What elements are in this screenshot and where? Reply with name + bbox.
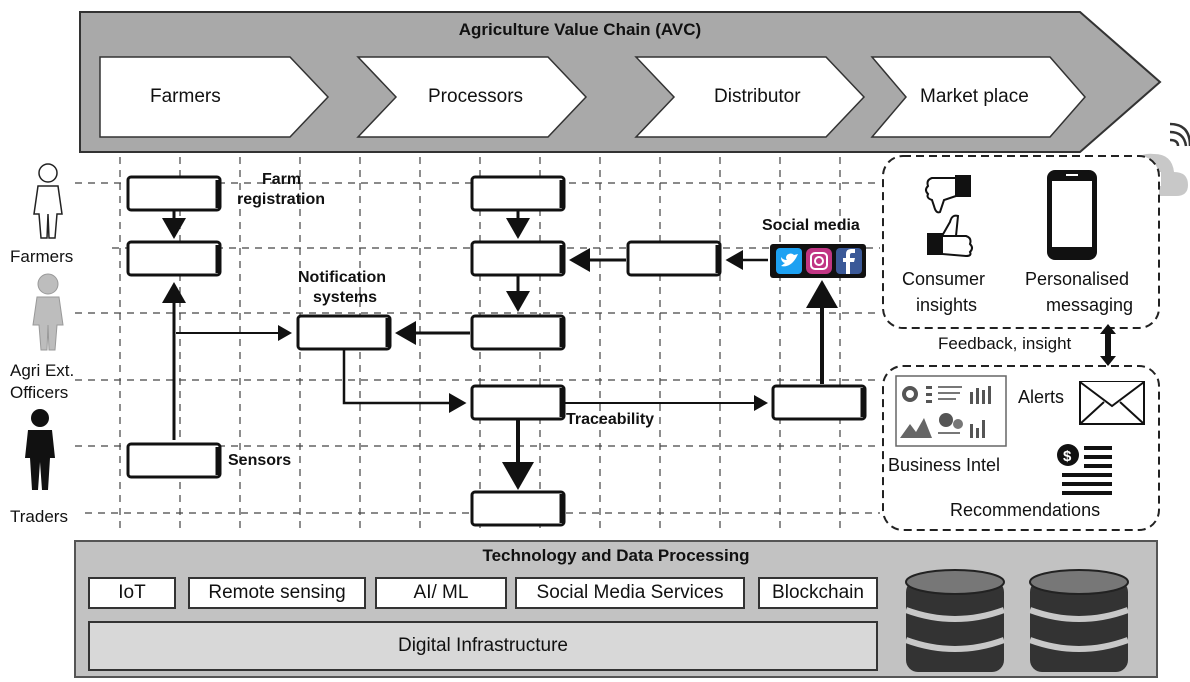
business-intel-label: Business Intel bbox=[888, 455, 1001, 475]
actor-traders-label: Traders bbox=[10, 507, 68, 526]
box-processor-1 bbox=[470, 175, 566, 212]
stage-processors: Processors bbox=[428, 86, 524, 107]
feedback-label: Feedback, insight bbox=[938, 334, 1072, 353]
farm-registration-label-1: Farm bbox=[262, 171, 302, 188]
consumer-insights-line2: insights bbox=[916, 295, 978, 315]
farm-registration-label-2: registration bbox=[237, 191, 326, 208]
social-media-icons bbox=[770, 244, 866, 278]
alerts-label: Alerts bbox=[1018, 387, 1065, 407]
recommendations-label: Recommendations bbox=[950, 500, 1101, 520]
recommendation-list-icon: $ bbox=[1057, 444, 1112, 495]
box-notification bbox=[296, 314, 392, 351]
stage-chevron-processors bbox=[356, 56, 588, 138]
box-sensors bbox=[126, 442, 222, 479]
box-market bbox=[771, 384, 867, 421]
social-media-label: Social media bbox=[762, 217, 860, 234]
box-processor-end bbox=[470, 490, 566, 527]
box-distributor bbox=[626, 240, 722, 277]
stage-chevron-farmers bbox=[99, 56, 330, 138]
tech-item-ai-ml: AI/ ML bbox=[375, 577, 507, 609]
box-farmer-step2 bbox=[126, 240, 222, 277]
tech-title: Technology and Data Processing bbox=[482, 546, 750, 565]
box-processor-2 bbox=[470, 240, 566, 277]
tech-item-remote-sensing: Remote sensing bbox=[188, 577, 366, 609]
envelope-icon bbox=[1079, 381, 1145, 425]
stage-chevron-distributor bbox=[634, 56, 866, 138]
personalised-messaging-line2: messaging bbox=[1046, 295, 1134, 315]
stage-chevron-market bbox=[870, 56, 1086, 138]
feedback-arrow bbox=[1100, 324, 1116, 366]
tech-item-social-media-services: Social Media Services bbox=[515, 577, 745, 609]
person-outline-icon bbox=[33, 163, 63, 239]
notification-label-2: systems bbox=[313, 289, 378, 306]
thumbs-up-down-icon bbox=[925, 175, 973, 258]
avc-title: Agriculture Value Chain (AVC) bbox=[458, 20, 702, 39]
consumer-insights-line1: Consumer bbox=[902, 269, 986, 289]
box-edge-accents bbox=[215, 180, 866, 523]
stage-distributor: Distributor bbox=[714, 86, 801, 107]
notification-label-1: Notification bbox=[298, 269, 386, 286]
actor-agri-officers-line2: Officers bbox=[10, 383, 69, 402]
personalised-messaging-line1: Personalised bbox=[1025, 269, 1130, 289]
flow-boxes bbox=[126, 175, 867, 527]
person-gray-icon bbox=[32, 273, 64, 351]
actor-agri-officers-line1: Agri Ext. bbox=[10, 361, 75, 380]
stage-market-place: Market place bbox=[920, 86, 1029, 107]
dashboard-icon bbox=[895, 375, 1007, 447]
box-farm-registration bbox=[126, 175, 222, 212]
tech-item-blockchain: Blockchain bbox=[758, 577, 878, 609]
person-black-icon bbox=[25, 409, 55, 490]
svg-text:$: $ bbox=[1063, 448, 1072, 465]
traceability-label: Traceability bbox=[566, 411, 655, 428]
box-traceability bbox=[470, 384, 566, 421]
digital-infrastructure: Digital Infrastructure bbox=[88, 621, 878, 671]
box-processor-3 bbox=[470, 314, 566, 351]
smartphone-icon bbox=[1047, 170, 1097, 260]
sensors-label: Sensors bbox=[228, 452, 292, 469]
instagram-icon bbox=[806, 248, 832, 274]
tech-item-iot: IoT bbox=[88, 577, 176, 609]
flow-arrows bbox=[162, 210, 838, 490]
database-icons-overlay bbox=[904, 569, 1130, 672]
actor-farmers-label: Farmers bbox=[10, 247, 74, 266]
stage-farmers: Farmers bbox=[150, 86, 221, 107]
